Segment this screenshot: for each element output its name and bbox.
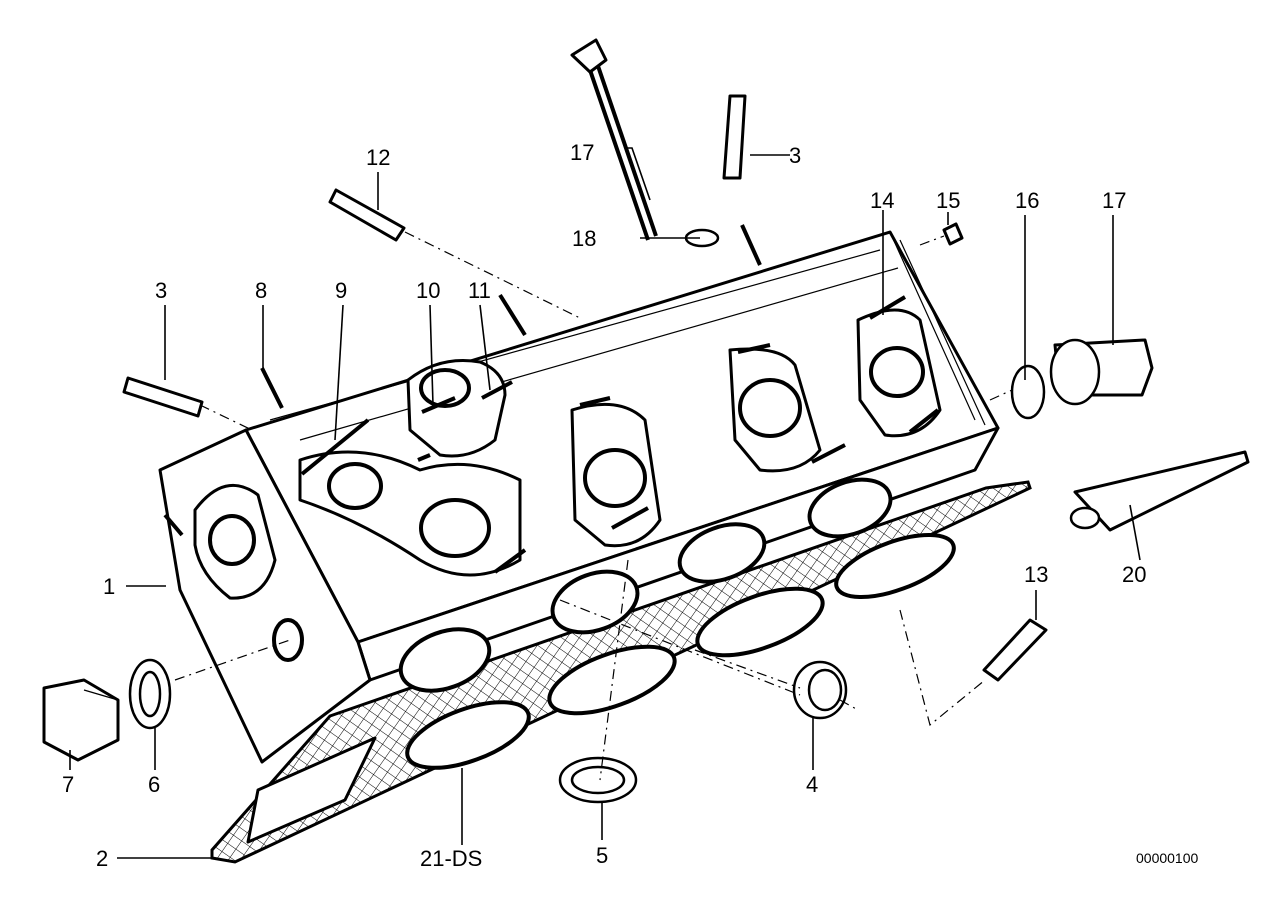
stud-13: [982, 618, 1048, 682]
callout-labels: 17 3 12 18 14 15 16 17 3 8 9 10 11 1 13 …: [62, 140, 1199, 871]
dowel-sleeve-left: [122, 376, 204, 418]
callout-4: 4: [806, 772, 818, 797]
stud-12: [328, 188, 406, 242]
document-number: 00000100: [1136, 850, 1199, 866]
head-bolt: [570, 38, 658, 241]
callout-5: 5: [596, 843, 608, 868]
callout-19: 18: [572, 226, 596, 251]
callout-11: 11: [468, 278, 491, 303]
callout-17: 17: [1102, 188, 1126, 213]
callout-13: 13: [1024, 562, 1048, 587]
cylinder-head: [158, 224, 1000, 764]
callout-8: 8: [255, 278, 267, 303]
seal-5: [558, 756, 638, 804]
grub-screw: [942, 222, 964, 246]
probe-20: [1069, 450, 1250, 532]
temperature-sender: [1049, 338, 1154, 406]
leader-lines: [69, 147, 1141, 859]
callout-7: 7: [62, 772, 74, 797]
callout-21-ds: 21-DS: [420, 846, 482, 871]
callout-14: 14: [870, 188, 894, 213]
callout-9: 9: [335, 278, 347, 303]
dowel-sleeve-top: [722, 94, 747, 180]
callout-12: 12: [366, 145, 390, 170]
gasket-ring-6: [128, 658, 172, 730]
callout-20: 20: [1122, 562, 1146, 587]
callout-3-left: 3: [155, 278, 167, 303]
callout-3-top: 3: [789, 143, 801, 168]
callout-15: 15: [936, 188, 960, 213]
callout-2: 2: [96, 846, 108, 871]
sealing-ring-16: [1010, 364, 1046, 420]
callout-1: 1: [103, 574, 115, 599]
seal-4: [792, 660, 848, 720]
callout-10: 10: [416, 278, 440, 303]
manifold-studs: [300, 295, 940, 574]
callout-6: 6: [148, 772, 160, 797]
screw-plug: [42, 678, 120, 762]
head-gasket: [210, 480, 1032, 864]
callout-18: 17: [570, 140, 594, 165]
callout-16: 16: [1015, 188, 1039, 213]
